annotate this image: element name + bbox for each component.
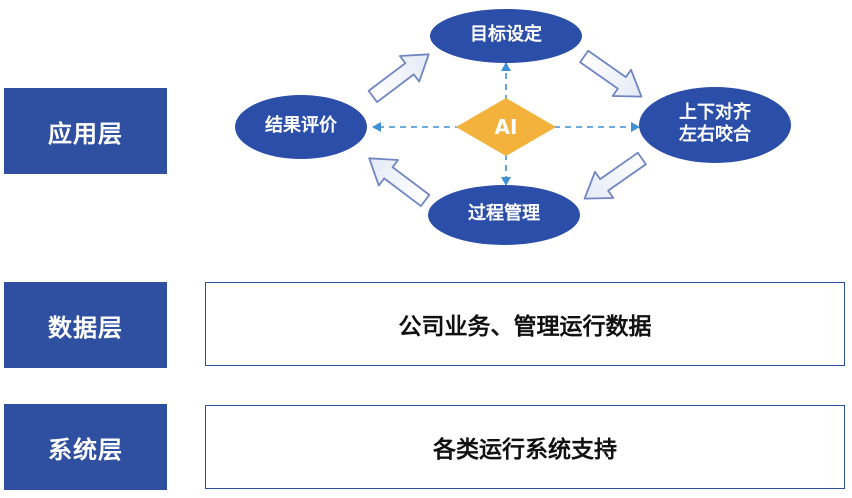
data-layer-label: 数据层 bbox=[4, 282, 167, 368]
ai-label: AI bbox=[494, 114, 518, 139]
ai-diamond bbox=[456, 98, 556, 156]
connector-arrowhead-left bbox=[372, 122, 381, 132]
application-layer-label: 应用层 bbox=[4, 88, 167, 174]
system-layer-box: 各类运行系统支持 bbox=[205, 405, 845, 489]
align-ellipse bbox=[639, 87, 791, 163]
alignment-label: 上下对齐 左右咬合 bbox=[679, 101, 751, 146]
result-evaluation-label: 结果评价 bbox=[265, 114, 337, 136]
data-layer-box: 公司业务、管理运行数据 bbox=[205, 282, 845, 366]
connector-arrowhead-down bbox=[501, 177, 511, 186]
arrow-process-to-eval bbox=[368, 157, 431, 207]
goal-setting-label: 目标设定 bbox=[470, 23, 542, 45]
arrow-align-to-process bbox=[583, 151, 647, 200]
connector-arrowhead-up bbox=[501, 62, 511, 71]
ai-cycle-diagram bbox=[235, 9, 791, 245]
process-ellipse bbox=[428, 185, 580, 245]
goal-ellipse bbox=[430, 9, 582, 63]
arrow-goal-to-align bbox=[579, 49, 643, 98]
connector-arrowhead-right bbox=[631, 122, 640, 132]
evaluation-ellipse bbox=[235, 95, 367, 159]
arrow-eval-to-goal bbox=[367, 53, 430, 103]
system-layer-label: 系统层 bbox=[4, 404, 167, 490]
process-management-label: 过程管理 bbox=[468, 202, 540, 224]
